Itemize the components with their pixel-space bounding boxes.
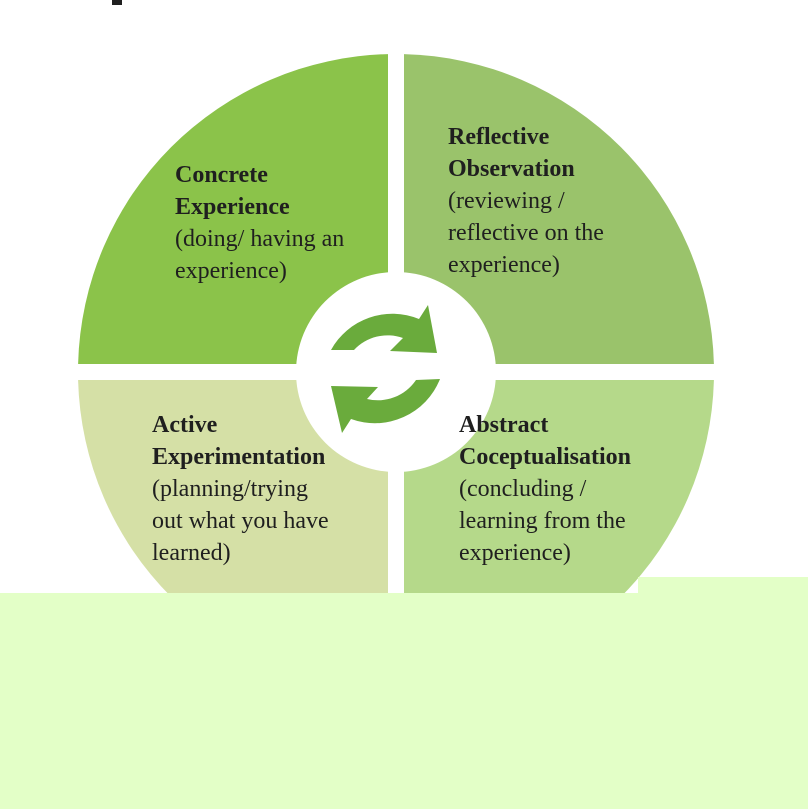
abstract-conceptualisation-title: Abstract Coceptualisation: [459, 412, 632, 470]
cycle-arrows-icon: [331, 305, 440, 433]
abstract-conceptualisation-label: Abstract Coceptualisation (concluding / …: [459, 409, 631, 569]
edge-mark: [112, 0, 122, 5]
reflective-observation-title: Reflective Observation: [448, 124, 575, 182]
concrete-experience-label: Concrete Experience (doing/ having an ex…: [175, 159, 344, 287]
active-experimentation-description: (planning/trying out what you have learn…: [152, 476, 329, 566]
quadrant-concrete-experience: [78, 54, 388, 364]
cycle-arrow-lower: [331, 379, 440, 433]
active-experimentation-title: Active Experimentation: [152, 412, 326, 470]
reflective-observation-label: Reflective Observation (reviewing / refl…: [448, 121, 604, 281]
quadrant-reflective-observation: [404, 54, 714, 364]
concrete-experience-description: (doing/ having an experience): [175, 226, 345, 284]
cycle-arrow-upper: [331, 305, 437, 353]
reflective-observation-description: (reviewing / reflective on the experienc…: [448, 188, 604, 278]
bottom-band: [0, 593, 808, 809]
active-experimentation-label: Active Experimentation (planning/trying …: [152, 409, 329, 569]
bottom-band-notch: [638, 577, 808, 593]
concrete-experience-title: Concrete Experience: [175, 162, 290, 220]
abstract-conceptualisation-description: (concluding / learning from the experien…: [459, 476, 626, 566]
